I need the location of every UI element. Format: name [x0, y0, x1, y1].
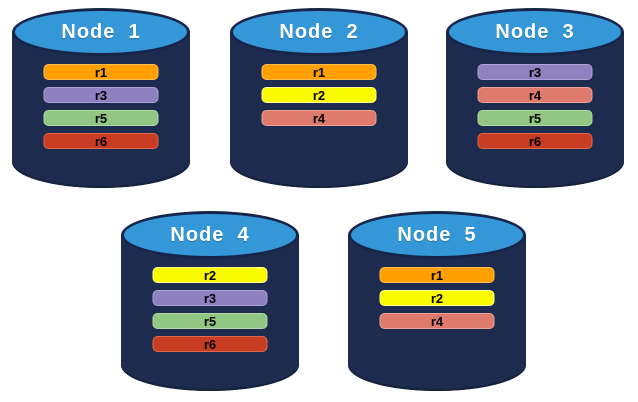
replica-label: r4 [528, 87, 542, 103]
replica-label: r2 [203, 267, 217, 283]
replica-label: r5 [94, 110, 108, 126]
replica-label: r4 [430, 313, 444, 329]
replica-r3: r3 [477, 64, 593, 80]
node-title: Node 1 [61, 20, 141, 43]
replica-r5: r5 [43, 110, 159, 126]
replica-list: r2 r3 r5 r6 [152, 267, 268, 352]
replica-r5: r5 [477, 110, 593, 126]
node-title: Node 3 [495, 20, 575, 43]
replica-label: r5 [203, 313, 217, 329]
replica-r6: r6 [43, 133, 159, 149]
replica-r1: r1 [379, 267, 495, 283]
replica-label: r2 [430, 290, 444, 306]
replica-label: r4 [312, 110, 326, 126]
replica-r1: r1 [261, 64, 377, 80]
replica-label: r3 [528, 64, 542, 80]
replica-r3: r3 [43, 87, 159, 103]
cylinder-top: Node 3 [446, 8, 624, 56]
replica-label: r3 [203, 290, 217, 306]
replica-r4: r4 [379, 313, 495, 329]
node-title: Node 2 [279, 20, 359, 43]
node-3: Node 3 r3 r4 r5 r6 [446, 8, 624, 188]
cylinder-top: Node 4 [121, 211, 299, 259]
replica-r4: r4 [261, 110, 377, 126]
replica-label: r6 [203, 336, 217, 352]
node-4: Node 4 r2 r3 r5 r6 [121, 211, 299, 391]
replica-label: r2 [312, 87, 326, 103]
replica-label: r5 [528, 110, 542, 126]
replica-r4: r4 [477, 87, 593, 103]
replica-r5: r5 [152, 313, 268, 329]
replica-list: r1 r3 r5 r6 [43, 64, 159, 149]
replica-list: r1 r2 r4 [379, 267, 495, 329]
replica-r2: r2 [261, 87, 377, 103]
node-title: Node 4 [170, 223, 250, 246]
node-title: Node 5 [397, 223, 477, 246]
replica-label: r6 [528, 133, 542, 149]
replica-list: r1 r2 r4 [261, 64, 377, 126]
replica-r1: r1 [43, 64, 159, 80]
node-5: Node 5 r1 r2 r4 [348, 211, 526, 391]
replica-label: r1 [94, 64, 108, 80]
replica-r3: r3 [152, 290, 268, 306]
cylinder-top: Node 5 [348, 211, 526, 259]
cylinder-top: Node 2 [230, 8, 408, 56]
replica-r2: r2 [379, 290, 495, 306]
replica-label: r1 [430, 267, 444, 283]
replica-label: r3 [94, 87, 108, 103]
replica-r6: r6 [152, 336, 268, 352]
replica-r6: r6 [477, 133, 593, 149]
node-2: Node 2 r1 r2 r4 [230, 8, 408, 188]
node-1: Node 1 r1 r3 r5 r6 [12, 8, 190, 188]
replica-list: r3 r4 r5 r6 [477, 64, 593, 149]
replica-label: r6 [94, 133, 108, 149]
replica-label: r1 [312, 64, 326, 80]
replica-r2: r2 [152, 267, 268, 283]
cylinder-top: Node 1 [12, 8, 190, 56]
